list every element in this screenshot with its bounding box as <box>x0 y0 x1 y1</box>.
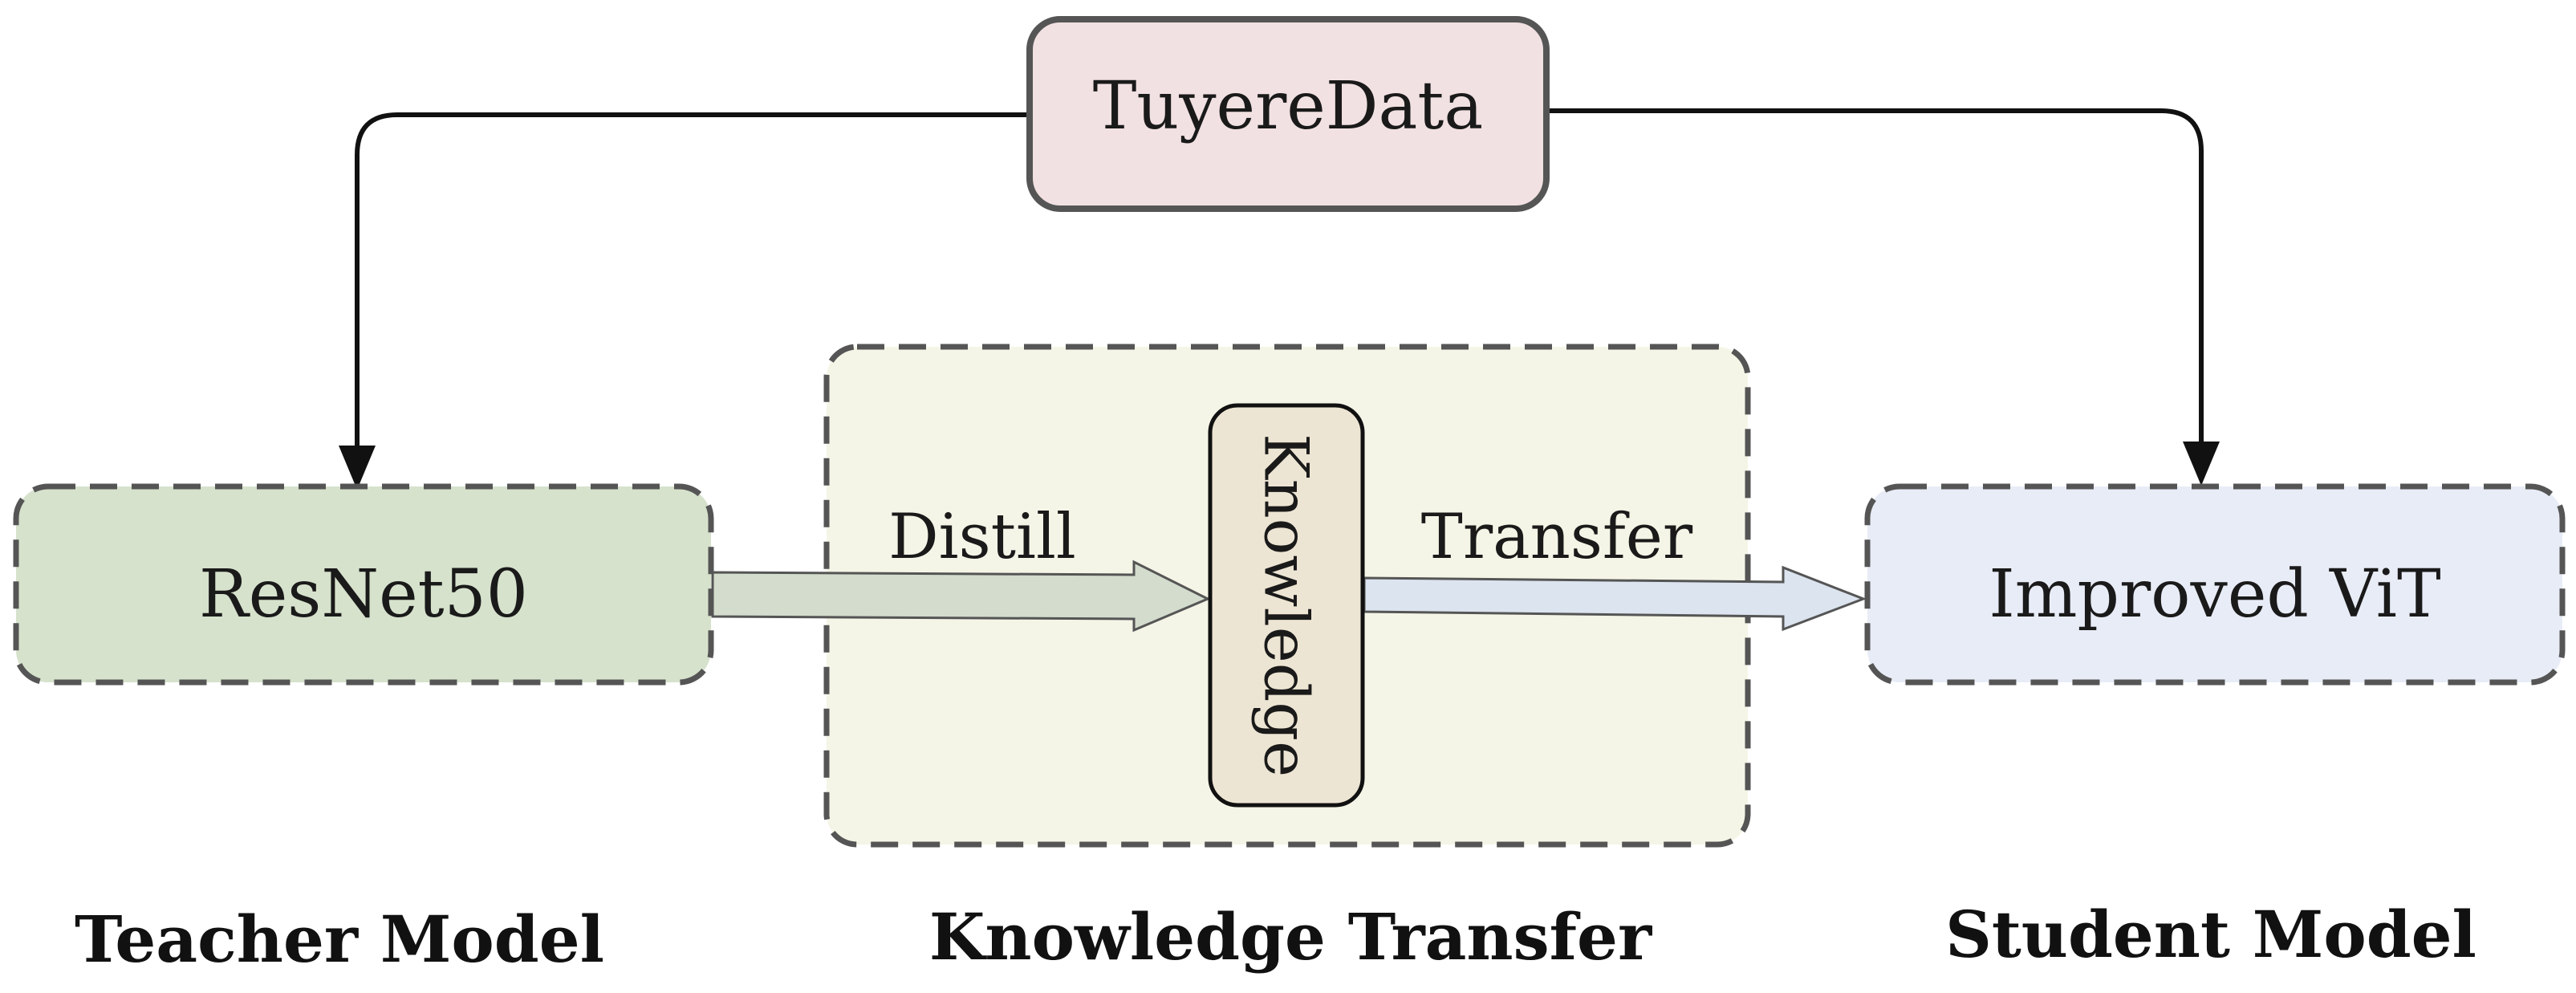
data-to-teacher-arrowhead <box>339 446 376 490</box>
resnet50-box <box>13 483 714 686</box>
knowledge-box <box>1208 403 1365 808</box>
teacher-model-caption: Teacher Model <box>75 901 604 977</box>
distill-arrow <box>711 560 1211 633</box>
resnet50-label: ResNet50 <box>199 556 528 633</box>
improved-vit-box <box>1864 483 2566 686</box>
data-to-student-arrowhead <box>2183 442 2220 486</box>
tuyere-data-box <box>1026 16 1550 212</box>
distill-label: Distill <box>888 501 1076 573</box>
transfer-label: Transfer <box>1421 501 1693 573</box>
data-to-student-connector <box>1546 108 2204 446</box>
tuyere-data-label: TuyereData <box>1093 68 1484 144</box>
student-model-caption: Student Model <box>1945 897 2476 972</box>
knowledge-transfer-caption: Knowledge Transfer <box>929 899 1652 975</box>
data-to-teacher-connector <box>355 112 1030 450</box>
knowledge-label: Knowledge <box>1251 433 1323 777</box>
improved-vit-label: Improved ViT <box>1989 556 2440 633</box>
transfer-arrow <box>1363 565 1867 632</box>
